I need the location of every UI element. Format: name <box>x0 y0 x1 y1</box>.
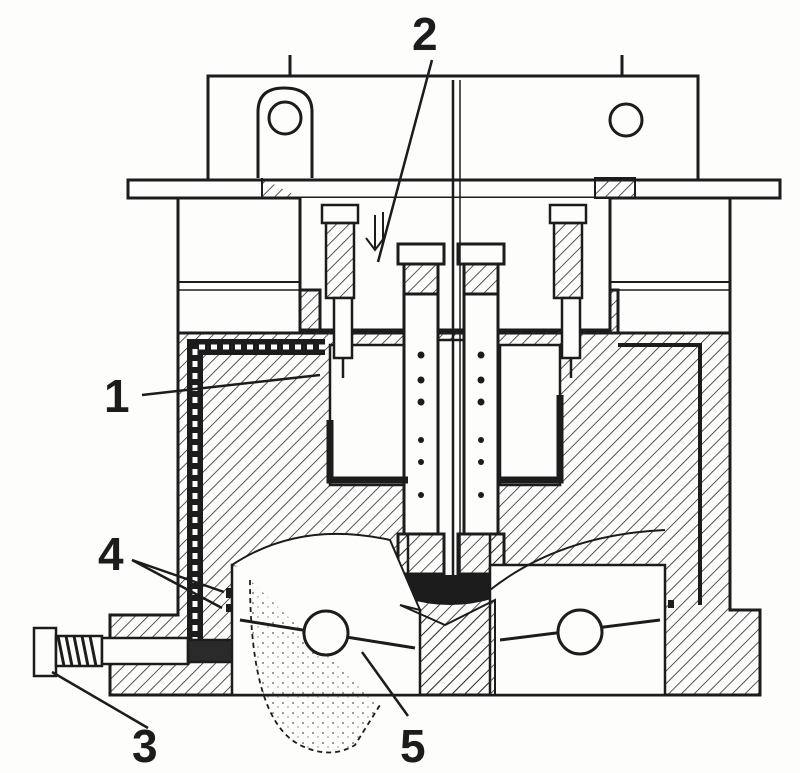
transition-ports <box>226 588 674 612</box>
callout-2: 2 <box>412 8 438 60</box>
leader-line-1 <box>141 373 321 397</box>
emulsion-tube-cap-right <box>456 242 506 266</box>
leader-line-2 <box>376 59 434 263</box>
leader-line-4a <box>131 558 225 594</box>
mounting-hole-right <box>608 102 644 138</box>
callout-1: 1 <box>104 370 130 422</box>
leader-line-5 <box>360 651 410 717</box>
throttle-bore-right <box>488 529 667 697</box>
throttle-shaft-left <box>302 609 350 657</box>
leader-lines <box>51 59 434 730</box>
emulsion-tube-cap-left <box>396 242 446 266</box>
callout-labels: 1 2 3 4 5 <box>98 8 438 772</box>
fuel-channels <box>326 343 702 605</box>
callout-5: 5 <box>400 720 426 772</box>
mounting-hole-left <box>267 100 303 136</box>
leader-line-4b <box>131 558 223 610</box>
idle-air-channel <box>187 339 325 640</box>
flow-arrow-icon <box>365 212 385 252</box>
idle-jet-left <box>320 203 360 378</box>
callout-4: 4 <box>98 528 124 580</box>
leader-line-3 <box>51 670 149 730</box>
idle-jet-right <box>548 203 588 378</box>
emulsion-tube-holes <box>417 351 485 498</box>
callout-3: 3 <box>132 720 158 772</box>
throttle-shaft-right <box>556 608 604 656</box>
throttle-bore-left <box>230 532 422 754</box>
